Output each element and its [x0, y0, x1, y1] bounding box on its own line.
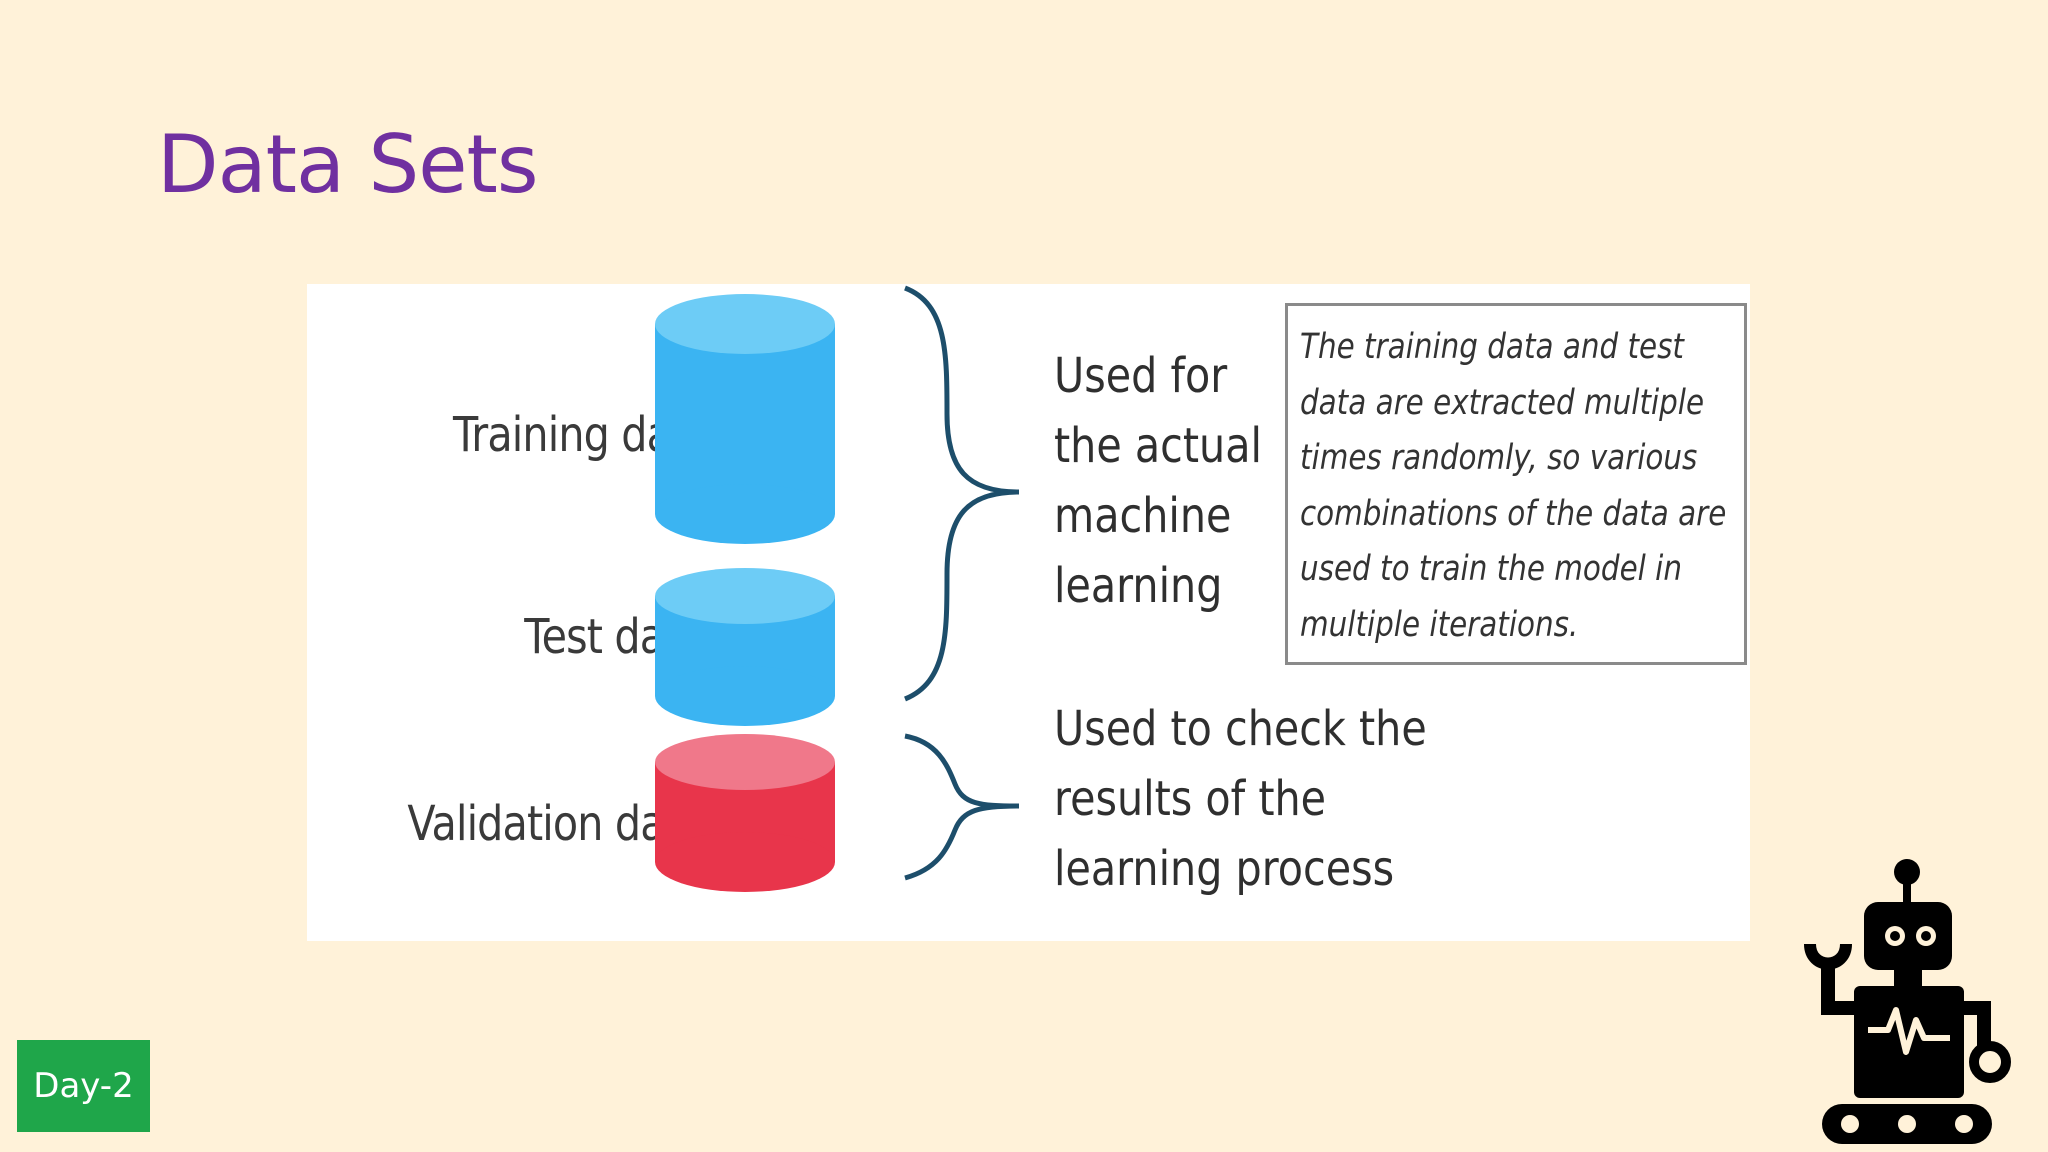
note-box: The training data and test data are extr… [1285, 303, 1747, 665]
robot-icon [1792, 858, 2012, 1146]
upper-description-line: Used for [1054, 348, 1228, 404]
day-badge: Day-2 [17, 1040, 150, 1132]
note-line: used to train the model in [1300, 549, 1682, 589]
lower-description-line: Used to check the [1054, 701, 1427, 757]
note-line: times randomly, so various [1300, 438, 1698, 478]
test-data-cylinder [655, 568, 835, 726]
upper-description: Used for the actual machine learning [1054, 341, 1262, 621]
training-data-cylinder [655, 294, 835, 544]
slide-title: Data Sets [157, 118, 538, 211]
lower-description-line: results of the [1054, 771, 1327, 827]
upper-description-line: machine [1054, 488, 1232, 544]
upper-description-line: learning [1054, 558, 1223, 614]
note-line: The training data and test [1300, 327, 1684, 367]
lower-description: Used to check the results of the learnin… [1054, 694, 1427, 904]
upper-brace [904, 285, 1020, 702]
upper-description-line: the actual [1054, 418, 1262, 474]
datasets-diagram: Training data Test data Validation data … [307, 284, 1750, 941]
cylinders-and-braces [655, 285, 1020, 892]
lower-description-line: learning process [1054, 841, 1395, 897]
lower-brace [904, 733, 1020, 881]
note-text: The training data and test data are extr… [1300, 320, 1726, 653]
note-line: combinations of the data are [1300, 493, 1727, 534]
validation-data-cylinder [655, 734, 835, 892]
note-line: multiple iterations. [1300, 604, 1579, 645]
note-line: data are extracted multiple [1300, 382, 1705, 423]
